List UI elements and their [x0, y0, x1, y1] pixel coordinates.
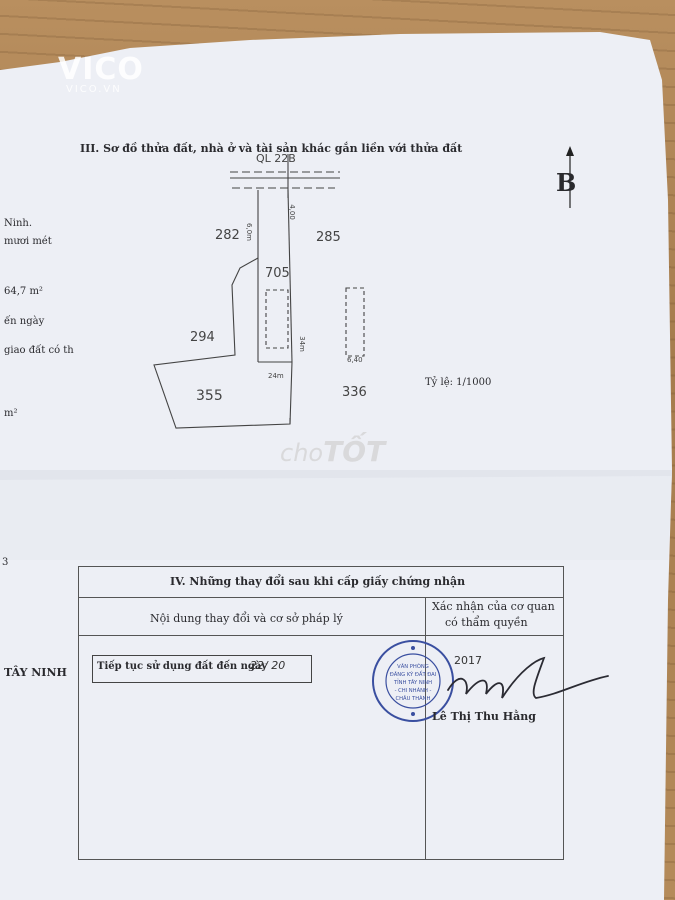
margin-fragment: giao đất có th [4, 345, 74, 356]
road-label: QL 22B [256, 152, 296, 165]
signature [447, 656, 609, 699]
stamp-line: ĐĂNG KÝ ĐẤT ĐAI [390, 670, 437, 678]
col-right-header-line1: Xác nhận của cơ quan [432, 600, 555, 613]
dimension-top: 4,00 [287, 204, 296, 220]
north-arrow-icon [566, 146, 574, 208]
margin-fragment: 3 [2, 557, 9, 568]
vico-watermark-url: VICO.VN [66, 84, 122, 95]
parcel-282: 282 [215, 228, 240, 243]
land-plot-sketch [153, 154, 365, 429]
scale-label: Tỷ lệ: 1/1000 [425, 377, 492, 388]
col-right-header-line2: có thẩm quyền [445, 616, 528, 629]
stamp-line: VĂN PHÒNG [397, 663, 429, 670]
north-label: B [556, 168, 577, 197]
tot-text: TỐT [323, 435, 386, 468]
margin-fragment: 64,7 m² [4, 286, 43, 297]
entry-text: Tiếp tục sử dụng đất đến ngày [97, 661, 268, 672]
stamp-line: CHÂU THÀNH [396, 695, 431, 702]
parcel-294: 294 [190, 330, 215, 345]
margin-fragment: mươi mét [4, 236, 52, 247]
section-4-title: IV. Những thay đổi sau khi cấp giấy chứn… [170, 575, 466, 588]
col-left-header: Nội dung thay đổi và cơ sở pháp lý [150, 612, 343, 625]
cho-text: cho [280, 439, 324, 467]
stamp-line: - CHI NHÁNH - [395, 687, 432, 694]
section-3-heading: III. Sơ đồ thửa đất, nhà ở và tài sản kh… [80, 142, 463, 155]
stamp-date: 2017 [454, 654, 482, 667]
entry-box [92, 655, 312, 683]
chotot-watermark: choTỐT [280, 435, 385, 468]
parcel-285: 285 [316, 230, 341, 245]
parcel-336: 336 [342, 385, 367, 400]
changes-table [78, 566, 564, 860]
entry-handwritten-date: 22/ 20 [250, 659, 286, 672]
margin-fragment: ến ngày [4, 316, 45, 327]
parcel-705: 705 [265, 266, 290, 281]
parcel-355: 355 [196, 388, 223, 404]
margin-fragment: Ninh. [4, 218, 33, 229]
signer-name: Lê Thị Thu Hằng [432, 710, 536, 723]
vico-watermark: VICO [58, 52, 144, 87]
margin-fragment: m² [4, 408, 18, 419]
dimension-right: 6,40 [347, 356, 363, 364]
margin-fragment: TÂY NINH [4, 666, 67, 679]
dimension-side: 34m [297, 336, 306, 352]
dimension-left: 6,0m [244, 223, 253, 241]
official-stamp-icon: VĂN PHÒNG ĐĂNG KÝ ĐẤT ĐAI TỈNH TÂY NINH … [372, 640, 454, 722]
dimension-bottom: 24m [268, 372, 284, 380]
stamp-line: TỈNH TÂY NINH [393, 678, 432, 686]
